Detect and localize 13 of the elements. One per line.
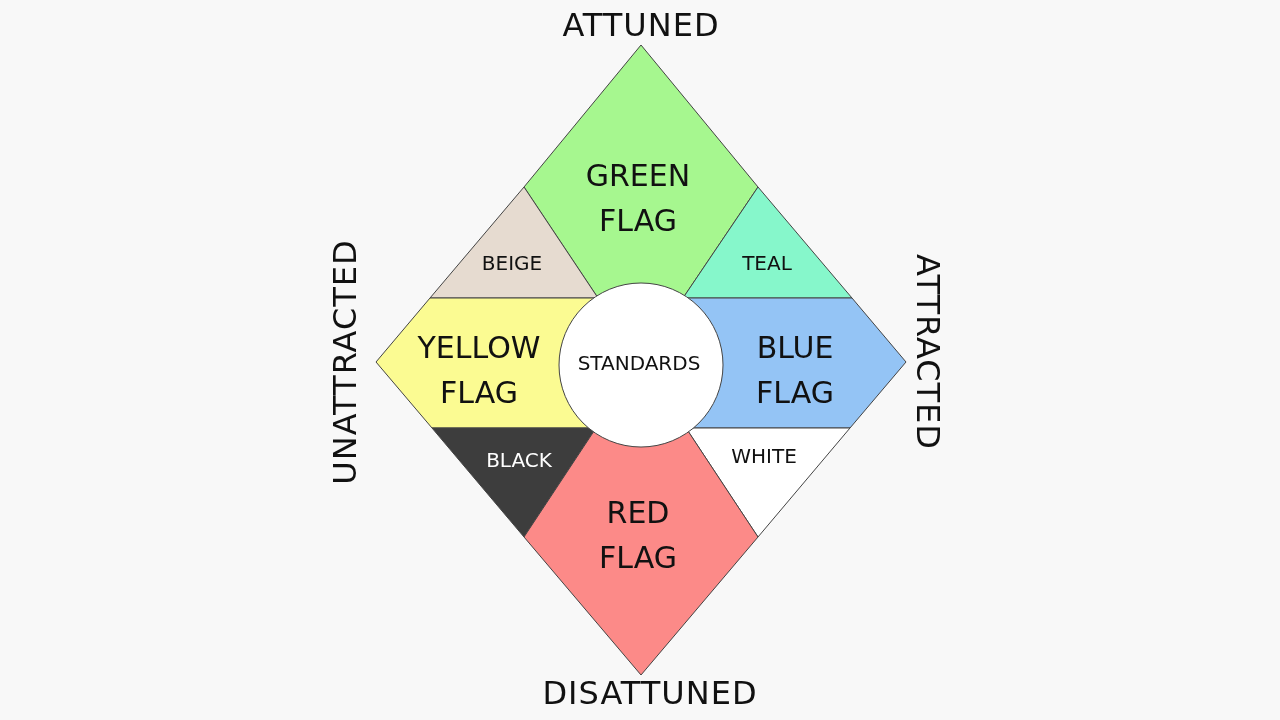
axis-label: ATTRACTED bbox=[909, 254, 947, 450]
axis-label: UNATTRACTED bbox=[326, 239, 364, 485]
region-label: STANDARDS bbox=[577, 350, 701, 377]
region-title: BLUE FLAG bbox=[755, 329, 835, 412]
region-label: BLACK bbox=[486, 447, 552, 474]
region-label: BEIGE bbox=[481, 250, 543, 277]
axis-label: DISATTUNED bbox=[542, 674, 758, 712]
region-title: GREEN FLAG bbox=[584, 157, 692, 240]
axis-label: ATTUNED bbox=[562, 6, 720, 44]
region-label: TEAL bbox=[742, 250, 792, 277]
region-title: RED FLAG bbox=[598, 494, 678, 577]
region-label: WHITE bbox=[731, 443, 797, 470]
region-title: YELLOW FLAG bbox=[416, 329, 542, 412]
